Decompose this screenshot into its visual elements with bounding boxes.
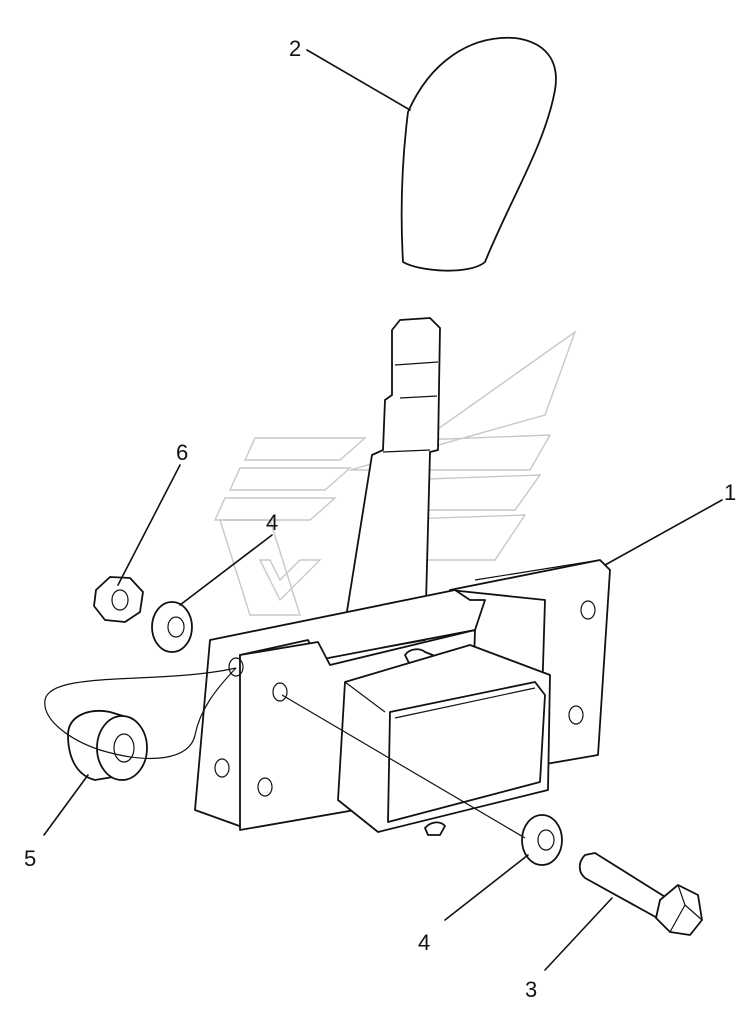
washer-upper <box>151 601 193 653</box>
shift-knob <box>400 36 557 272</box>
callout-6: 6 <box>176 440 188 465</box>
callout-1: 1 <box>724 480 736 505</box>
washer-lower <box>521 814 563 866</box>
hex-bolt <box>578 852 703 936</box>
callout-5: 5 <box>24 846 36 871</box>
callout-4-upper: 4 <box>266 510 278 535</box>
callout-4-lower: 4 <box>418 930 430 955</box>
leader-lines <box>43 49 723 971</box>
callout-2: 2 <box>289 36 301 61</box>
mounting-plate-assembly <box>194 317 611 836</box>
detent-housing <box>337 644 551 836</box>
spacer-bushing <box>67 710 148 781</box>
callout-3: 3 <box>525 977 537 1002</box>
hex-nut <box>93 576 144 623</box>
